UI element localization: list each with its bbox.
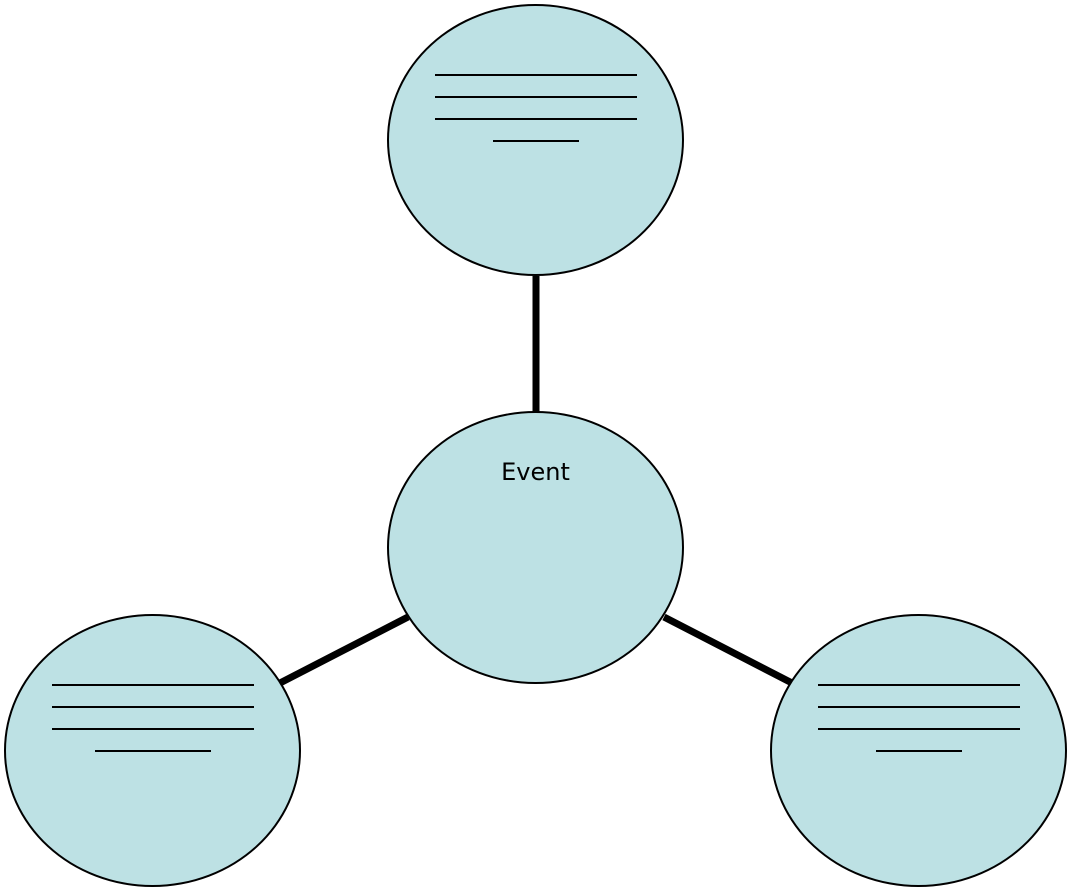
top-bubble-lines [389,74,682,142]
blank-line [94,750,211,752]
blank-line [51,684,254,686]
connector-left [278,613,410,687]
event-bubble: Event [387,411,684,684]
blank-line [817,684,1020,686]
blank-line [817,728,1020,730]
blank-line [434,74,637,76]
blank-line [875,750,962,752]
connector-right [662,613,794,687]
blank-line [817,706,1020,708]
blank-line [434,96,637,98]
top-bubble [387,4,684,276]
blank-line [434,118,637,120]
blank-line [51,706,254,708]
right-bubble [770,614,1067,887]
right-bubble-lines [772,684,1065,752]
blank-line [492,140,579,142]
blank-line [51,728,254,730]
left-bubble-lines [6,684,299,752]
left-bubble [4,614,301,887]
event-label: Event [501,458,570,486]
